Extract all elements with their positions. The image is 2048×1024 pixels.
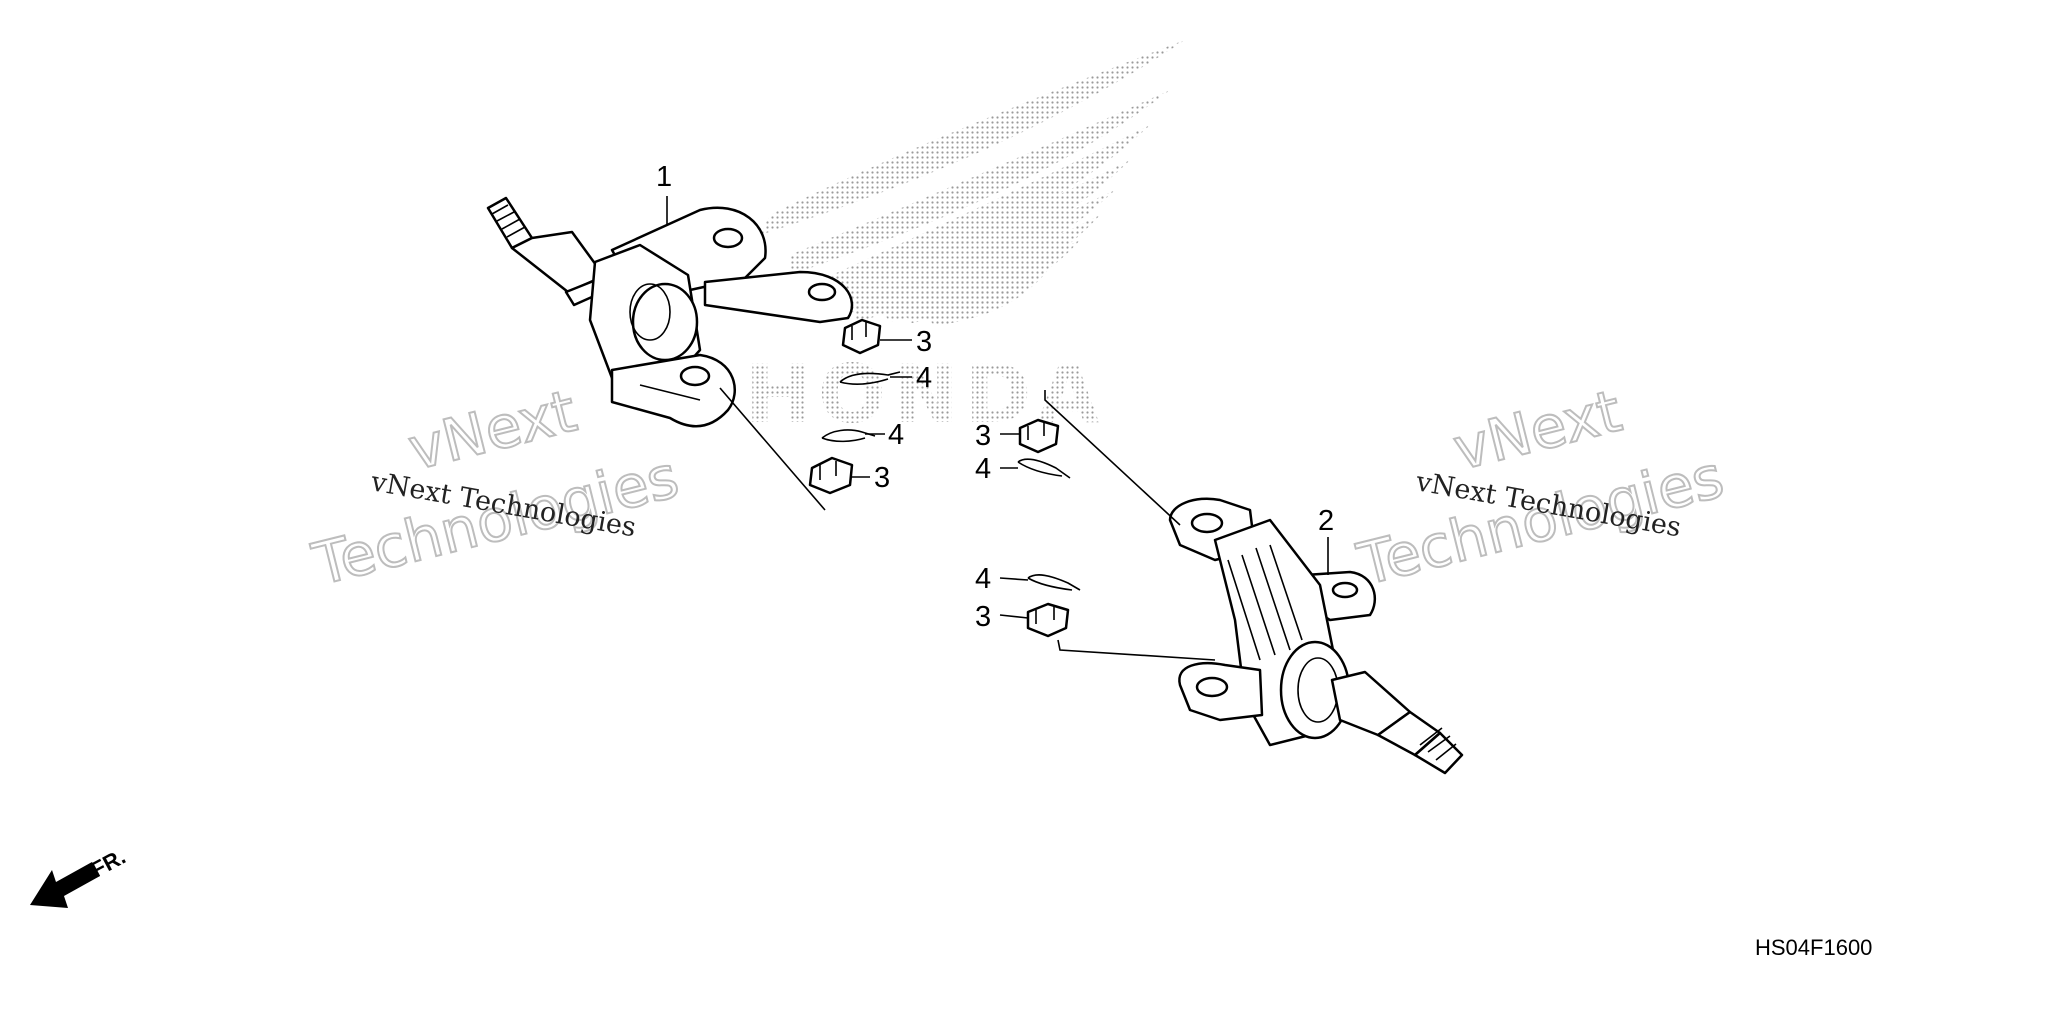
front-direction-arrow-icon [30, 862, 100, 908]
callout-3a: 3 [916, 326, 932, 358]
callout-4a: 4 [916, 362, 932, 394]
cotter-pin-1 [839, 371, 901, 385]
castle-nut-1 [841, 318, 882, 355]
callout-4d: 4 [975, 563, 991, 595]
watermark-left: vNext Technologies vNext Technologies [305, 376, 686, 600]
svg-text:vNext: vNext [402, 377, 583, 484]
steering-knuckle-right [1168, 497, 1464, 775]
callout-3b: 3 [874, 462, 890, 494]
callout-3c: 3 [975, 420, 991, 452]
steering-knuckle-left [486, 196, 854, 428]
callout-2: 2 [1318, 505, 1334, 537]
cotter-pin-3 [1017, 458, 1071, 479]
watermark-right: vNext Technologies vNext Technologies [1350, 376, 1731, 600]
honda-wing-logo [760, 40, 1185, 326]
callout-4b: 4 [888, 419, 904, 451]
callout-3d: 3 [975, 601, 991, 633]
callout-1: 1 [656, 161, 672, 193]
callout-4c: 4 [975, 453, 991, 485]
leader-lines [666, 196, 1329, 661]
castle-nut-4 [1026, 602, 1070, 638]
castle-nut-3 [1018, 418, 1060, 454]
svg-text:vNext: vNext [1447, 377, 1628, 484]
diagram-code: HS04F1600 [1755, 935, 1872, 960]
cotter-pin-4 [1027, 574, 1081, 591]
cotter-pin-2 [821, 429, 876, 443]
castle-nut-2 [808, 456, 854, 495]
